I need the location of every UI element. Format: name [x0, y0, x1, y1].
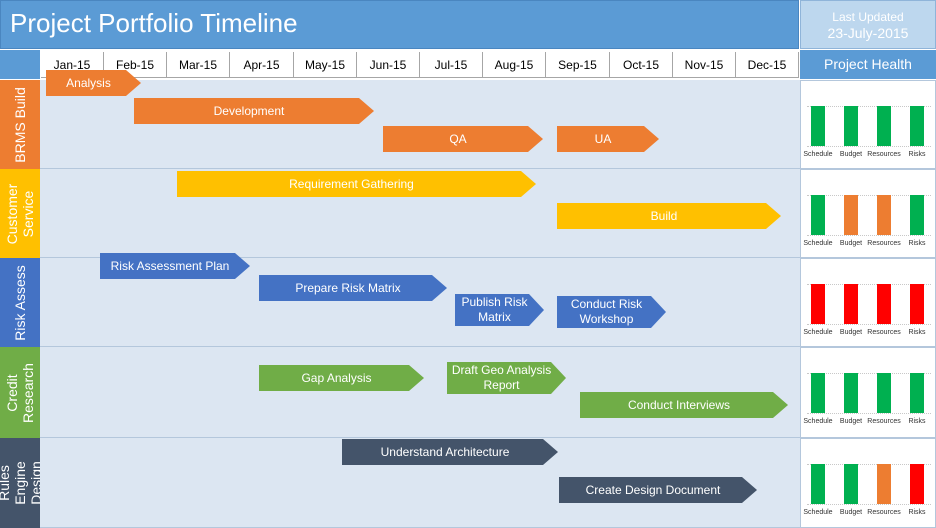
health-indicator	[844, 373, 858, 413]
health-indicator	[811, 464, 825, 504]
month-header-cell: Nov-15	[673, 52, 736, 78]
project-label-2: Risk Assess	[0, 258, 40, 347]
project-health-panel: Schedule Budget Resources Risks	[800, 438, 936, 528]
month-header-cell: Aug-15	[483, 52, 546, 78]
month-header-cell: Jul-15	[420, 52, 483, 78]
project-health-header: Project Health	[800, 50, 936, 79]
health-label: Schedule	[803, 240, 833, 247]
task-bar[interactable]: Conduct Interviews	[580, 392, 788, 418]
health-indicator	[910, 284, 924, 324]
health-label: Resources	[867, 418, 901, 425]
project-name: Customer Service	[4, 183, 36, 244]
health-label: Budget	[839, 240, 863, 247]
health-indicator	[811, 195, 825, 235]
page-title: Project Portfolio Timeline	[10, 8, 298, 38]
health-label: Risks	[908, 418, 926, 425]
task-bar[interactable]: Requirement Gathering	[177, 171, 536, 197]
project-health-panel: Schedule Budget Resources Risks	[800, 169, 936, 258]
health-label: Resources	[867, 240, 901, 247]
health-label: Budget	[839, 509, 863, 516]
task-bar[interactable]: Draft Geo Analysis Report	[447, 362, 566, 394]
health-label: Schedule	[803, 509, 833, 516]
task-bar[interactable]: Build	[557, 203, 781, 229]
timeline-band	[40, 80, 800, 169]
health-label: Schedule	[803, 418, 833, 425]
last-updated-box: Last Updated 23-July-2015	[800, 0, 936, 49]
health-indicator	[811, 106, 825, 146]
month-header-cell: May-15	[294, 52, 357, 78]
project-health-panel: Schedule Budget Resources Risks	[800, 80, 936, 169]
month-header-cell: Apr-15	[230, 52, 294, 78]
health-indicator	[877, 284, 891, 324]
task-bar[interactable]: UA	[557, 126, 659, 152]
health-indicator	[877, 464, 891, 504]
last-updated-date: 23-July-2015	[827, 25, 909, 41]
project-name: BRMS Build	[12, 86, 28, 163]
title-bar	[0, 0, 799, 49]
project-name: Risk Assess	[12, 264, 28, 341]
health-indicator	[877, 373, 891, 413]
health-label: Resources	[867, 509, 901, 516]
project-health-panel: Schedule Budget Resources Risks	[800, 258, 936, 347]
health-indicator	[877, 106, 891, 146]
health-label: Resources	[867, 151, 901, 158]
task-bar[interactable]: QA	[383, 126, 543, 152]
health-label: Risks	[908, 329, 926, 336]
project-label-3: Credit Research	[0, 347, 40, 438]
task-bar[interactable]: Development	[134, 98, 374, 124]
health-label: Risks	[908, 240, 926, 247]
month-header-cell: Dec-15	[736, 52, 799, 78]
task-bar[interactable]: Analysis	[46, 70, 141, 96]
health-label: Budget	[839, 418, 863, 425]
task-bar[interactable]: Gap Analysis	[259, 365, 424, 391]
task-bar[interactable]: Prepare Risk Matrix	[259, 275, 447, 301]
health-label: Risks	[908, 509, 926, 516]
month-header-cell: Jun-15	[357, 52, 420, 78]
health-label: Resources	[867, 329, 901, 336]
health-label: Budget	[839, 329, 863, 336]
month-header-cell: Mar-15	[167, 52, 230, 78]
task-bar[interactable]: Risk Assessment Plan	[100, 253, 250, 279]
last-updated-label: Last Updated	[832, 10, 904, 24]
project-health-panel: Schedule Budget Resources Risks	[800, 347, 936, 438]
month-header-cell: Sep-15	[546, 52, 610, 78]
month-header-cell: Oct-15	[610, 52, 673, 78]
health-indicator	[844, 195, 858, 235]
task-bar[interactable]: Conduct Risk Workshop	[557, 296, 666, 328]
health-label: Budget	[839, 151, 863, 158]
health-indicator	[910, 373, 924, 413]
project-label-0: BRMS Build	[0, 80, 40, 169]
header-corner	[0, 50, 40, 79]
project-label-4: Rules Engine Design	[0, 438, 44, 528]
health-indicator	[910, 464, 924, 504]
health-indicator	[844, 464, 858, 504]
project-name: Rules Engine Design	[0, 461, 44, 505]
health-label: Risks	[908, 151, 926, 158]
health-indicator	[844, 284, 858, 324]
health-indicator	[877, 195, 891, 235]
health-indicator	[844, 106, 858, 146]
health-indicator	[910, 106, 924, 146]
task-bar[interactable]: Create Design Document	[559, 477, 757, 503]
month-header-cell: Feb-15	[104, 52, 167, 78]
health-indicator	[811, 284, 825, 324]
task-bar[interactable]: Publish Risk Matrix	[455, 294, 544, 326]
project-label-1: Customer Service	[0, 169, 40, 258]
health-indicator	[910, 195, 924, 235]
health-label: Schedule	[803, 151, 833, 158]
health-label: Schedule	[803, 329, 833, 336]
task-bar[interactable]: Understand Architecture	[342, 439, 558, 465]
health-indicator	[811, 373, 825, 413]
project-name: Credit Research	[4, 362, 36, 423]
